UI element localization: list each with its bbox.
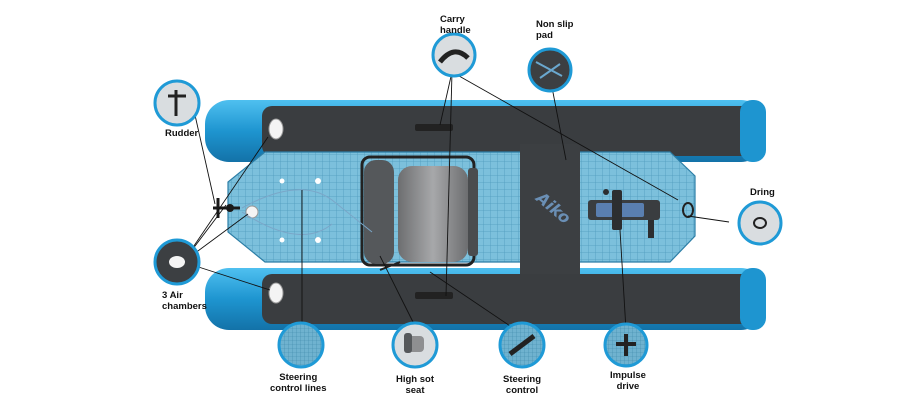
- d-ring: [682, 202, 694, 218]
- d-ring-label: Dring: [750, 187, 775, 198]
- rudder: [213, 198, 240, 218]
- leader-lines: [182, 71, 730, 335]
- rudder-label: Rudder: [165, 128, 199, 139]
- top-pontoon: [205, 100, 766, 162]
- carry-handle-icon: [431, 32, 477, 78]
- steering-lines-icon: [277, 321, 325, 369]
- high-seat: [360, 155, 478, 271]
- d-ring-icon: [737, 200, 783, 246]
- rudder-icon: [153, 79, 201, 127]
- impulse-drive: [588, 189, 660, 238]
- seat-icon: [391, 321, 439, 369]
- non-slip-pad-icon: [527, 47, 573, 93]
- steering-control-lines: [241, 189, 373, 233]
- deck-fittings: [279, 178, 321, 243]
- air-valve-icon: [153, 238, 201, 286]
- impulse-drive-icon: [603, 322, 649, 368]
- carry-handles: [415, 124, 453, 299]
- non-slip-pad: [520, 144, 580, 274]
- bottom-pontoon: [205, 268, 766, 330]
- steering-control-icon: [498, 321, 546, 369]
